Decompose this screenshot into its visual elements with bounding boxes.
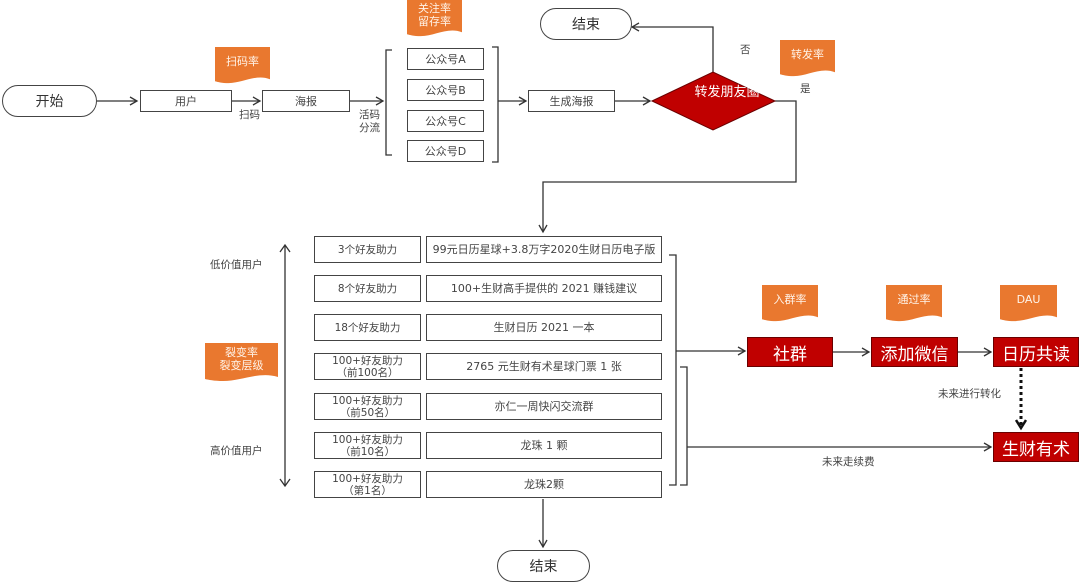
no-label: 否 xyxy=(740,44,751,56)
high-value-label: 高价值用户 xyxy=(210,445,263,457)
poster-node: 海报 xyxy=(262,90,350,112)
account-a: 公众号A xyxy=(407,48,484,70)
tier-condition: 100+好友助力 （前50名） xyxy=(314,393,421,420)
scan-label: 扫码 xyxy=(239,109,260,121)
account-d: 公众号D xyxy=(407,140,484,162)
metric-flag-fission: 裂变率 裂变层级 xyxy=(205,343,278,383)
decision-diamond xyxy=(650,71,777,131)
tier-reward: 99元日历星球+3.8万字2020生财日历电子版 xyxy=(426,236,662,263)
user-node: 用户 xyxy=(140,90,232,112)
future-renew-label: 未来走续费 xyxy=(822,456,875,468)
low-value-label: 低价值用户 xyxy=(210,259,263,271)
account-b: 公众号B xyxy=(407,79,484,101)
tier-condition: 3个好友助力 xyxy=(314,236,421,263)
tier-reward: 龙珠 1 颗 xyxy=(426,432,662,459)
start-node: 开始 xyxy=(2,85,97,117)
tier-reward: 100+生财高手提供的 2021 赚钱建议 xyxy=(426,275,662,302)
tier-condition: 8个好友助力 xyxy=(314,275,421,302)
add-wechat-node: 添加微信 xyxy=(871,337,958,367)
tier-reward: 亦仁一周快闪交流群 xyxy=(426,393,662,420)
end-node-top: 结束 xyxy=(540,8,632,40)
tier-condition: 18个好友助力 xyxy=(314,314,421,341)
shengcai-node: 生财有术 xyxy=(993,432,1079,462)
flag-shape-icon xyxy=(1000,285,1057,322)
metric-flag-dau: DAU xyxy=(1000,285,1057,323)
yes-label: 是 xyxy=(800,83,811,95)
tier-reward: 生财日历 2021 一本 xyxy=(426,314,662,341)
end-node-bottom: 结束 xyxy=(497,550,590,582)
metric-flag-join-rate: 入群率 xyxy=(762,285,818,323)
flag-shape-icon xyxy=(780,40,835,77)
account-c: 公众号C xyxy=(407,110,484,132)
metric-flag-pass-rate: 通过率 xyxy=(886,285,942,323)
flag-shape-icon xyxy=(215,47,270,84)
metric-flag-scan-rate: 扫码率 xyxy=(215,47,270,85)
generate-poster-node: 生成海报 xyxy=(528,90,615,112)
flag-shape-icon xyxy=(762,285,818,322)
live-code-label: 活码 分流 xyxy=(359,109,380,134)
flag-shape-icon xyxy=(886,285,942,322)
tier-condition: 100+好友助力 （第1名） xyxy=(314,471,421,498)
community-node: 社群 xyxy=(747,337,833,367)
calendar-reading-node: 日历共读 xyxy=(993,337,1079,367)
flag-shape-icon xyxy=(407,0,462,37)
future-convert-label: 未来进行转化 xyxy=(938,388,1001,400)
tier-reward: 2765 元生财有术星球门票 1 张 xyxy=(426,353,662,380)
tier-condition: 100+好友助力 （前10名） xyxy=(314,432,421,459)
tier-reward: 龙珠2颗 xyxy=(426,471,662,498)
flag-shape-icon xyxy=(205,343,278,381)
decision-label: 转发朋友圈 xyxy=(694,85,760,100)
metric-flag-share-rate: 转发率 xyxy=(780,40,835,78)
metric-flag-follow-retention: 关注率 留存率 xyxy=(407,0,462,38)
tier-condition: 100+好友助力 （前100名） xyxy=(314,353,421,380)
